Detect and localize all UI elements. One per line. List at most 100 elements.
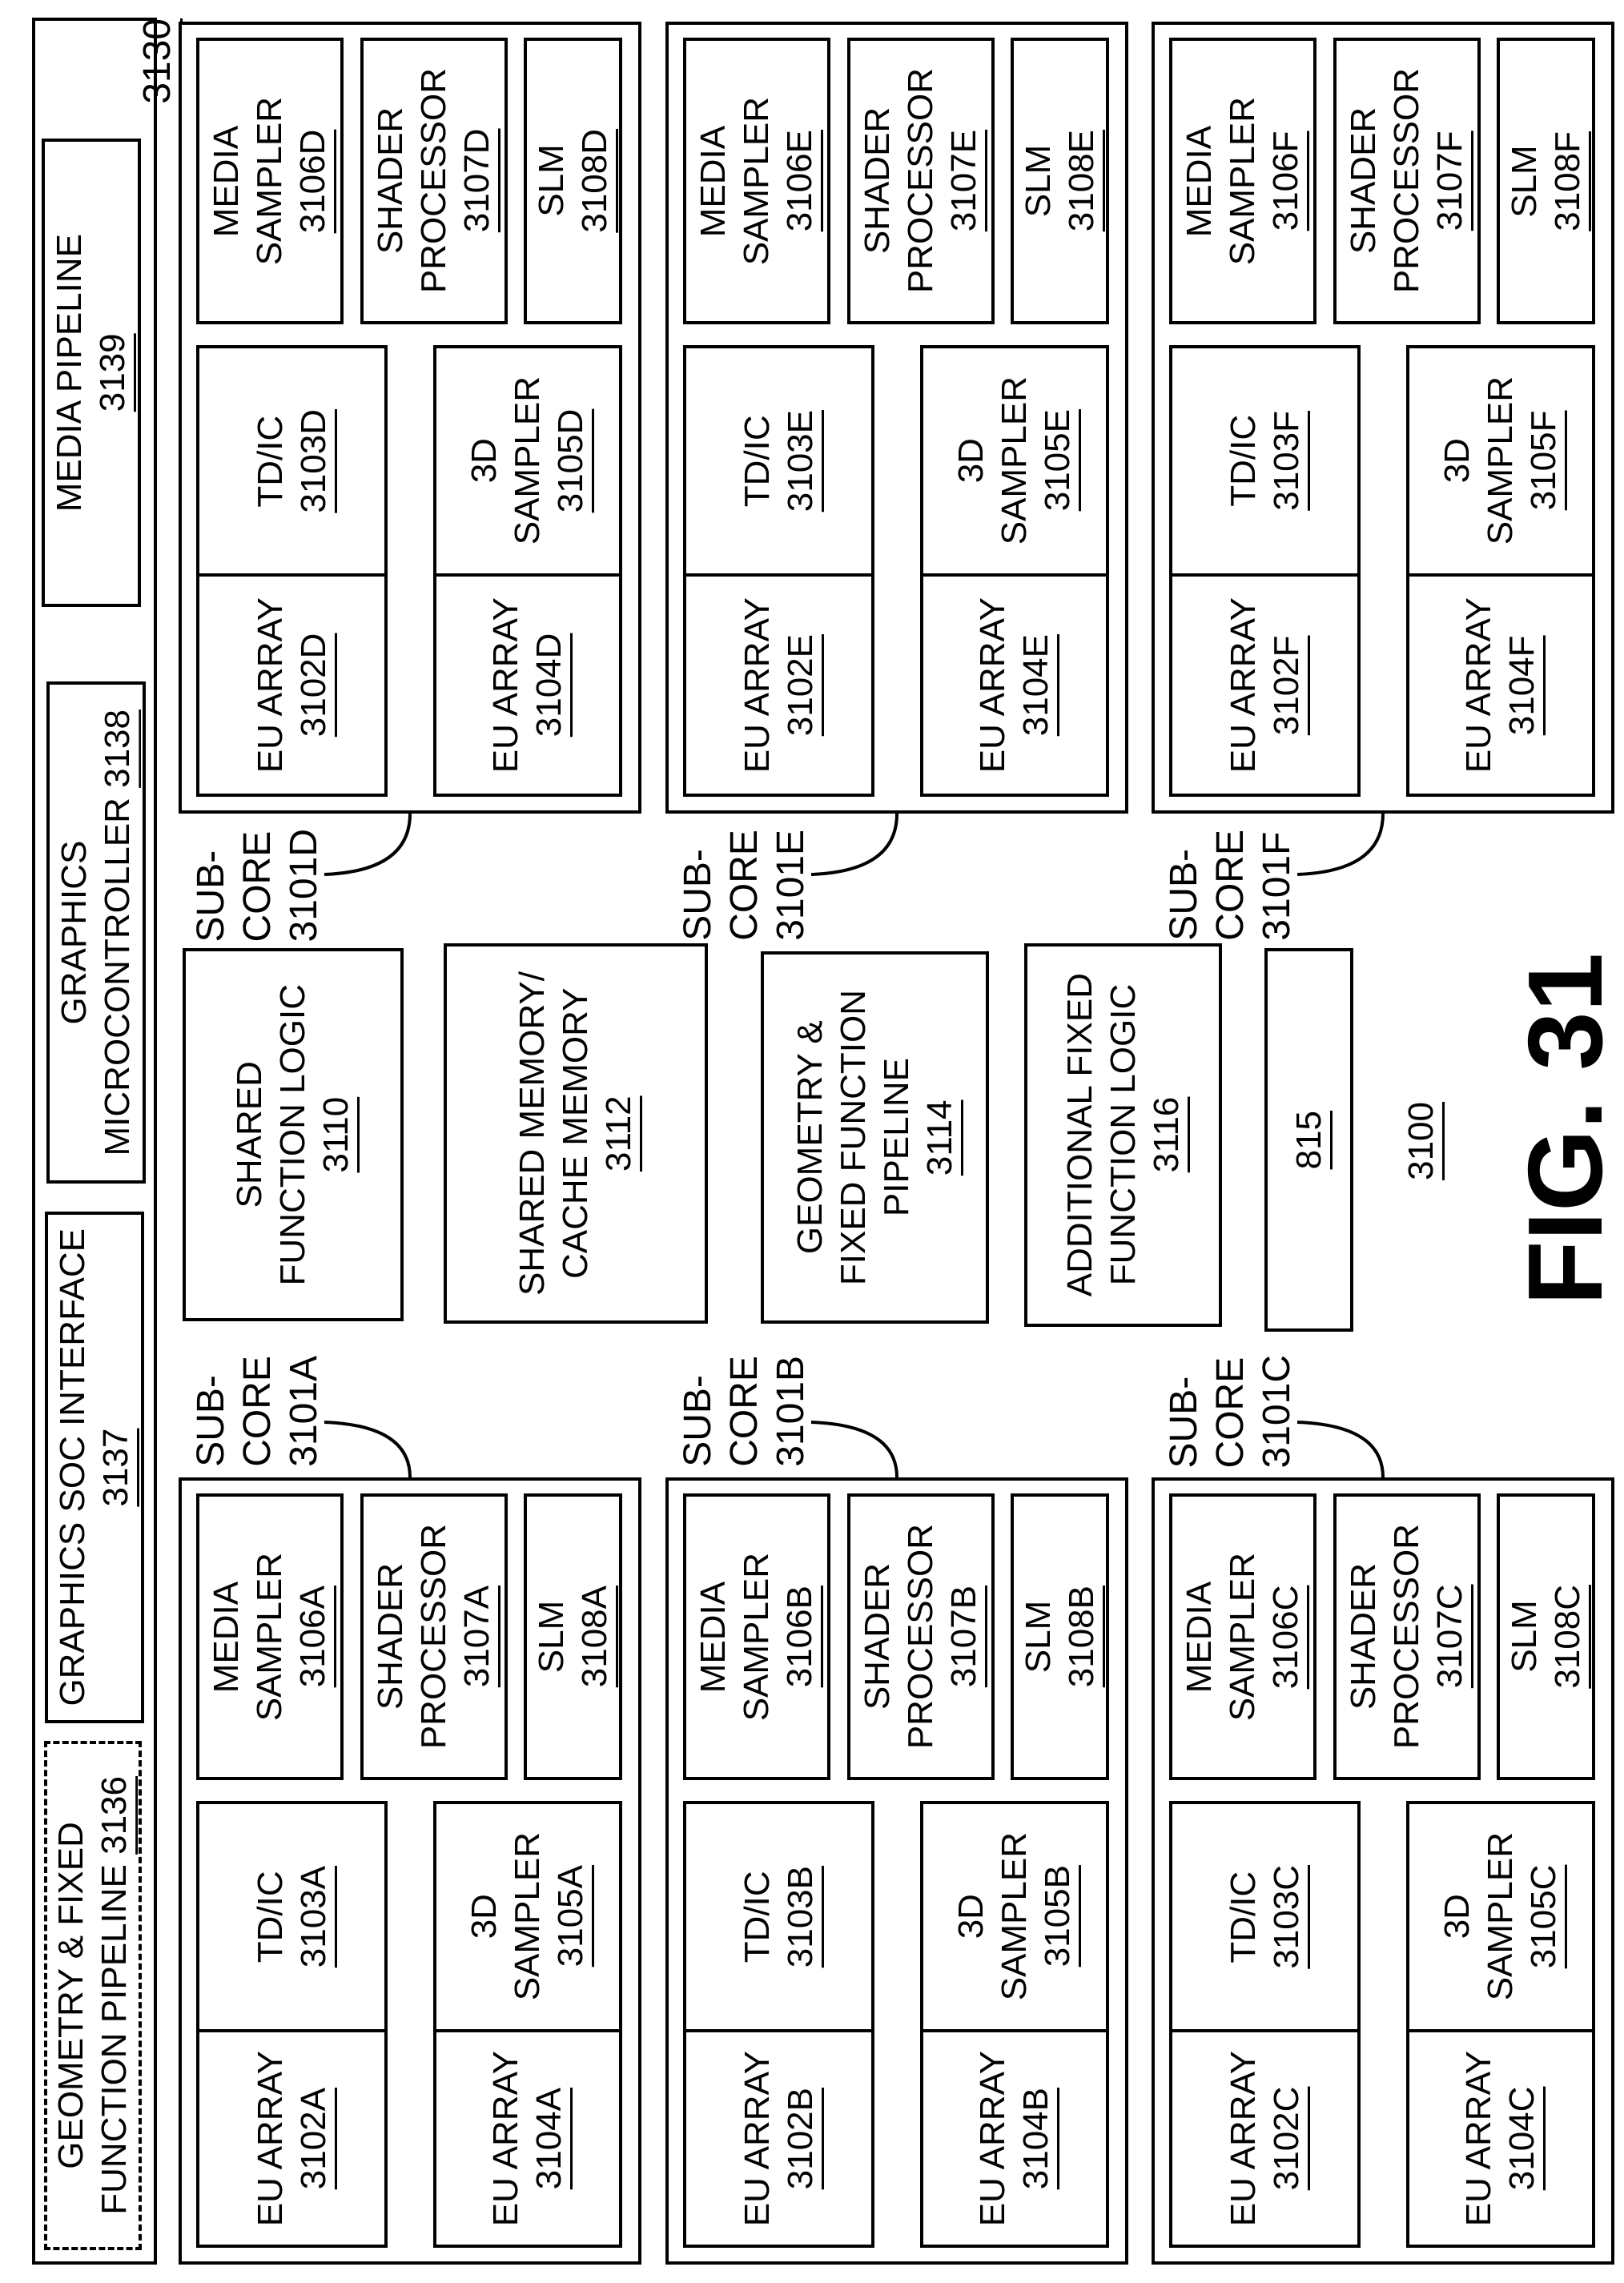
- td-ic-c-text: TD/IC3103C: [1222, 1865, 1308, 1969]
- reference-number: 3106D: [293, 129, 332, 233]
- label-text: CORE: [236, 831, 279, 943]
- slm-a: SLM3108A: [524, 1493, 622, 1780]
- text-line: 3107A: [456, 1524, 499, 1749]
- td-ic-b: TD/IC3103B: [683, 1801, 874, 2032]
- reference-number: 3138: [98, 709, 137, 788]
- media-sampler-f: MEDIASAMPLER3106F: [1169, 38, 1316, 324]
- slm-f-text: SLM3108F: [1503, 131, 1590, 231]
- text-line: TD/IC: [736, 1866, 779, 1967]
- text-line: SHADER: [369, 1524, 412, 1749]
- reference-number: 3100: [1401, 1102, 1441, 1180]
- text-line: TD/IC: [1222, 411, 1265, 511]
- label-text: MEDIA: [693, 1581, 733, 1692]
- text-line: MEDIA: [1178, 1553, 1221, 1721]
- sub-core-label-b-text: SUB-CORE3101B: [675, 1356, 814, 1467]
- text-line: 3102E: [779, 597, 822, 773]
- eu-array-1-a: EU ARRAY3102A: [196, 2029, 388, 2248]
- text-line: 3102C: [1265, 2051, 1308, 2226]
- text-line: TD/IC: [1222, 1865, 1265, 1969]
- label-text: 3D: [951, 1894, 991, 1939]
- reference-number: 3103E: [781, 410, 820, 512]
- block-815-text: 815: [1288, 1111, 1331, 1169]
- text-line: EU ARRAY: [971, 597, 1015, 773]
- reference-number: 3104D: [529, 633, 569, 738]
- sub-core-connector-f: [1297, 814, 1383, 874]
- label-text: MEDIA: [207, 125, 246, 236]
- label-text: PROCESSOR: [1387, 68, 1426, 293]
- reference-number: 815: [1289, 1111, 1329, 1169]
- reference-number: 3136: [94, 1776, 134, 1855]
- sampler-3d-b-text: 3DSAMPLER3105B: [950, 1832, 1079, 2000]
- text-line: CORE: [722, 1356, 768, 1467]
- reference-number: 3103F: [1267, 411, 1306, 511]
- media-pipeline: MEDIA PIPELINE3139: [42, 139, 141, 607]
- label-text: TD/IC: [1224, 415, 1263, 507]
- media-sampler-a: MEDIASAMPLER3106A: [196, 1493, 344, 1780]
- reference-number: 3106E: [780, 130, 819, 231]
- text-line: EU ARRAY: [736, 2051, 779, 2226]
- td-ic-d: TD/IC3103D: [196, 345, 388, 577]
- reference-number: 3139: [93, 334, 132, 412]
- label-text: MEDIA: [1180, 125, 1219, 236]
- reference-number: 3104F: [1502, 635, 1542, 735]
- text-line: SAMPLER: [735, 1553, 778, 1721]
- media-sampler-e: MEDIASAMPLER3106E: [683, 38, 830, 324]
- eu-array-2-c-text: EU ARRAY3104C: [1457, 2051, 1544, 2226]
- slm-d-text: SLM3108D: [530, 129, 617, 233]
- label-text: SAMPLER: [737, 97, 776, 265]
- text-line: 3108D: [573, 129, 617, 233]
- label-text: SHADER: [858, 107, 897, 254]
- label-text: EU ARRAY: [973, 597, 1012, 773]
- text-line: 3D: [950, 376, 993, 545]
- text-line: SUB-: [675, 1356, 722, 1467]
- label-text: EU ARRAY: [1459, 597, 1498, 773]
- text-line: 3102A: [292, 2051, 336, 2226]
- text-line: SLM: [1503, 1585, 1546, 1689]
- text-line: MEDIA: [1178, 97, 1221, 265]
- text-line: SUB-: [188, 829, 235, 942]
- eu-array-1-a-text: EU ARRAY3102A: [249, 2051, 336, 2226]
- label-text: SUB-: [190, 1375, 232, 1467]
- text-line: FUNCTION LOGIC: [1102, 973, 1145, 1296]
- label-text: 3101E: [770, 830, 812, 941]
- label-text: 3D: [464, 1894, 504, 1939]
- label-text: MEDIA: [1180, 1581, 1219, 1692]
- label-text: EU ARRAY: [738, 597, 777, 773]
- slm-a-text: SLM3108A: [530, 1586, 617, 1687]
- text-line: CORE: [1208, 1355, 1254, 1468]
- figure-label: FIG. 31: [1497, 977, 1624, 1281]
- text-line: TD/IC: [249, 409, 292, 513]
- label-text: SAMPLER: [508, 1832, 547, 2000]
- text-line: 3100: [1400, 1102, 1443, 1180]
- sub-core-label-e: SUB-CORE3101E: [675, 819, 813, 951]
- text-line: SAMPLER: [248, 1553, 291, 1721]
- text-line: 3103B: [779, 1866, 822, 1967]
- sub-core-label-c-text: SUB-CORE3101C: [1161, 1355, 1300, 1468]
- label-text: SLM: [1505, 1601, 1544, 1673]
- media-sampler-d: MEDIASAMPLER3106D: [196, 38, 344, 324]
- text-line: 3114: [919, 990, 962, 1285]
- text-line: 3112: [597, 971, 641, 1296]
- text-line: 3106D: [291, 97, 335, 265]
- graphics-soc-interface-text: GRAPHICS SOC INTERFACE3137: [51, 1228, 138, 1706]
- td-ic-a: TD/IC3103A: [196, 1801, 388, 2032]
- label-text: SAMPLER: [1223, 97, 1262, 265]
- label-text: CORE: [236, 1356, 279, 1467]
- td-ic-e-text: TD/IC3103E: [736, 410, 822, 512]
- frame-reference-text: 3130: [135, 18, 181, 104]
- label-text: CORE: [1209, 830, 1252, 941]
- text-line: SHADER: [856, 1524, 899, 1749]
- label-text: PROCESSOR: [901, 68, 940, 293]
- reference-number: 3102F: [1267, 635, 1306, 735]
- text-line: 3107E: [943, 68, 986, 293]
- text-line: 3104D: [528, 597, 571, 773]
- reference-number: 3104A: [529, 2088, 569, 2189]
- label-text: EU ARRAY: [973, 2051, 1012, 2226]
- shader-processor-f: SHADERPROCESSOR3107F: [1333, 38, 1481, 324]
- text-line: 3106C: [1264, 1553, 1308, 1721]
- shader-processor-b-text: SHADERPROCESSOR3107B: [856, 1524, 986, 1749]
- shared-memory-cache-text: SHARED MEMORY/CACHE MEMORY3112: [511, 971, 641, 1296]
- sub-core-label-d: SUB-CORE3101D: [188, 819, 326, 951]
- shader-processor-d-text: SHADERPROCESSOR3107D: [369, 68, 499, 293]
- reference-number: 3102E: [781, 634, 820, 736]
